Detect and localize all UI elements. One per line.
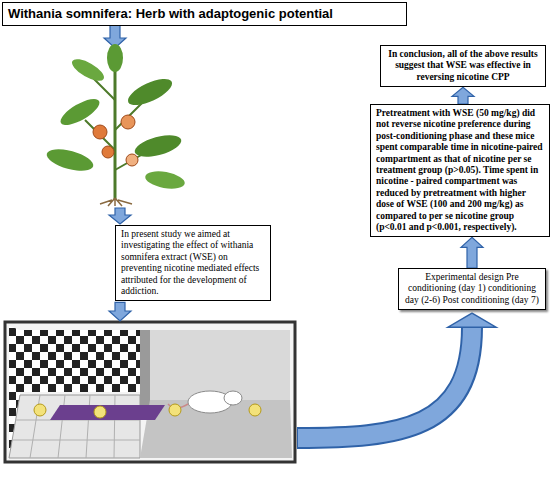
plant-leaf [69, 55, 107, 85]
design-box: Experimental design Pre conditioning (da… [398, 268, 546, 310]
plant-leaf [44, 145, 95, 175]
mesh-floor [9, 395, 140, 458]
conclusion-box: In conclusion, all of the above results … [380, 45, 546, 87]
box-text: In conclusion, all of the above results … [386, 49, 540, 83]
plain-wall [150, 330, 290, 400]
curved-arrow [298, 326, 472, 438]
cpp-apparatus [5, 322, 295, 462]
floor-marker [249, 404, 261, 416]
floor-marker [169, 404, 181, 416]
box-text: Pretreatment with WSE (50 mg/kg) did not… [376, 108, 544, 233]
title-box: Withania somnifera: Herb with adaptogeni… [2, 2, 407, 26]
flow-arrow [461, 237, 483, 268]
mouse-head [224, 391, 242, 405]
plant-illustration [44, 44, 186, 206]
plant-berry [121, 115, 135, 129]
flow-arrow [109, 208, 131, 224]
floor-marker [34, 404, 46, 416]
results-box: Pretreatment with WSE (50 mg/kg) did not… [370, 104, 550, 237]
plant-berry [93, 125, 107, 139]
plant-leaf [124, 74, 175, 111]
plant-berry [102, 146, 114, 158]
flow-arrow [109, 302, 131, 321]
apparatus-frame [5, 322, 295, 462]
plant-root [100, 198, 132, 206]
box-text: Experimental design Pre conditioning (da… [404, 272, 540, 306]
aim-box: In present study we aimed at investigati… [115, 225, 271, 301]
plant-leaf [132, 131, 183, 161]
checker-wall [20, 330, 140, 392]
box-text: Withania somnifera: Herb with adaptogeni… [8, 6, 401, 22]
mesh-line [12, 395, 140, 458]
purple-strip [50, 405, 165, 420]
floor-marker [94, 406, 106, 418]
curved-arrow-head [448, 313, 496, 327]
flow-arrow [452, 87, 474, 104]
plant-berry [126, 154, 138, 166]
box-text: In present study we aimed at investigati… [121, 229, 265, 297]
curved-arrow [297, 327, 472, 438]
plant-leaf [57, 94, 103, 130]
plant-leaf [107, 44, 123, 72]
plant-leaf [144, 169, 186, 192]
